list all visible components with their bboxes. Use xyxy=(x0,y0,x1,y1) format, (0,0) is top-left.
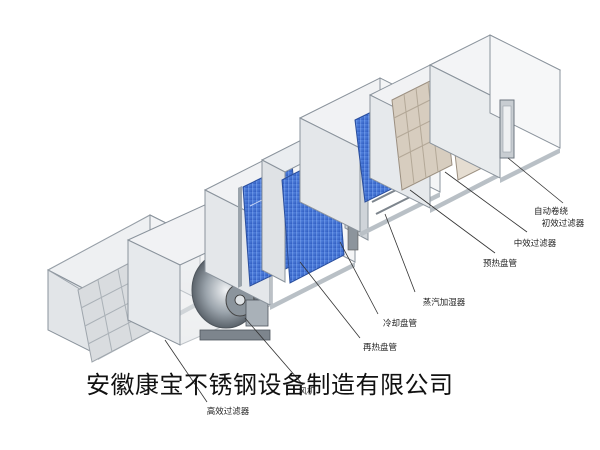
label-steam-humidifier: 蒸汽加湿器 xyxy=(423,297,466,308)
component-labels: 自动卷绕 初效过滤器 中效过滤器 预热盘管 蒸汽加湿器 冷却盘管 再热盘管 风机… xyxy=(207,206,585,417)
auto-roll-filter xyxy=(499,99,515,159)
label-hepa-filter: 高效过滤器 xyxy=(207,406,250,417)
label-auto-roll: 自动卷绕 xyxy=(534,206,569,217)
label-fan: 风机 xyxy=(298,386,316,397)
company-name-caption: 安徽康宝不锈钢设备制造有限公司 xyxy=(86,371,454,399)
inlet-primary-filter-section xyxy=(428,34,562,183)
label-preheat-coil: 预热盘管 xyxy=(483,258,517,269)
label-medium-filter: 中效过滤器 xyxy=(514,238,557,249)
label-reheat-coil: 再热盘管 xyxy=(363,342,397,353)
leader-lines xyxy=(164,157,564,403)
label-primary-filter: 初效过滤器 xyxy=(542,218,585,229)
label-cooling-coil: 冷却盘管 xyxy=(383,318,417,329)
